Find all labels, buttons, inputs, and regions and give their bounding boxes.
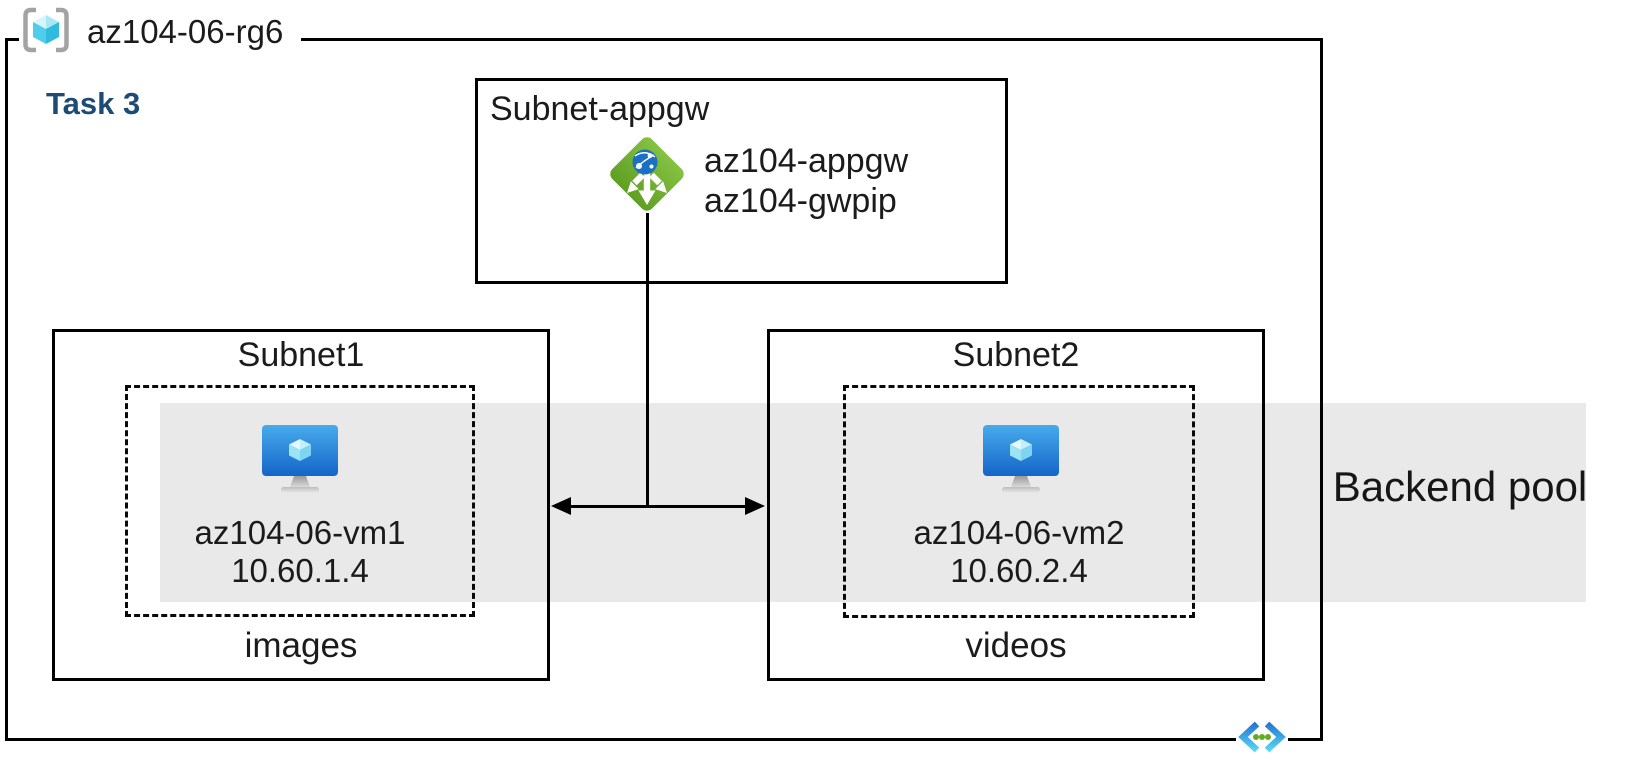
resource-group-icon	[21, 7, 71, 53]
vm2-text-block: az104-06-vm2 10.60.2.4	[843, 514, 1195, 590]
subnet2-container-label: videos	[965, 626, 1067, 665]
arrow-left-head	[551, 497, 571, 515]
subnet2-box	[767, 329, 1265, 681]
appgw-connector-line	[645, 213, 649, 507]
subnet1-box	[52, 329, 550, 681]
task-label: Task 3	[46, 86, 141, 121]
subnet-arrow-line	[566, 505, 748, 508]
appgw-name-block: az104-appgw az104-gwpip	[704, 141, 908, 221]
virtual-machine-icon-vm2	[982, 424, 1060, 494]
application-gateway-icon	[607, 131, 687, 215]
vm2-name-label: az104-06-vm2	[913, 514, 1125, 551]
subnet1-title: Subnet1	[237, 336, 365, 374]
resource-group-label: az104-06-rg6	[87, 13, 284, 50]
backend-pool-band	[160, 403, 1586, 602]
subnet1-container-label: images	[244, 626, 358, 665]
backend-pool-label: Backend pool	[1332, 463, 1588, 510]
appgw-subnet-box	[475, 78, 1008, 284]
vm1-text-block: az104-06-vm1 10.60.1.4	[125, 514, 475, 590]
subnet2-title: Subnet2	[952, 336, 1080, 374]
vm1-name-label: az104-06-vm1	[194, 514, 406, 551]
vm2-ip-label: 10.60.2.4	[950, 552, 1088, 589]
appgw-name-label: az104-appgw	[704, 142, 909, 180]
resource-group-box	[5, 38, 1323, 741]
subnet2-vm-dashed-box	[843, 385, 1195, 618]
virtual-network-icon	[1236, 719, 1288, 755]
arrow-right-head	[745, 497, 765, 515]
virtual-machine-icon-vm1	[261, 424, 339, 494]
resource-group-border-gap	[19, 33, 301, 48]
subnet1-vm-dashed-box	[125, 385, 475, 617]
appgw-subnet-title: Subnet-appgw	[490, 90, 710, 128]
gwpip-name-label: az104-gwpip	[704, 182, 897, 220]
vm1-ip-label: 10.60.1.4	[231, 552, 369, 589]
